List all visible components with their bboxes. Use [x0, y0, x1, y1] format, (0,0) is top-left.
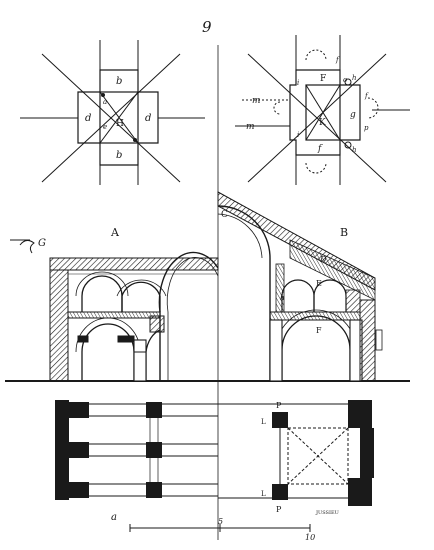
plan-right-side-p: p: [364, 124, 369, 132]
plan-right-center-label: K: [319, 118, 326, 128]
ground-plan-l-bottom: L: [261, 490, 266, 498]
ground-plan-p-top: P: [276, 401, 282, 410]
section-b-label-f: F: [316, 326, 322, 335]
plan-right-m-top: m: [252, 96, 261, 106]
plan-left: [20, 40, 205, 185]
ground-plan-l-top: L: [261, 418, 266, 426]
plan-right-corner-h-bottom: h: [352, 146, 357, 154]
plan-right-corner-o: o: [343, 76, 347, 84]
section-b: [217, 191, 410, 382]
plan-right-m-bottom: m: [246, 122, 255, 132]
ground-plan-label-a: a: [111, 512, 117, 523]
section-a-marker: G: [38, 238, 46, 249]
plan-right-top-label: F: [320, 74, 326, 84]
plan-left-right-label: d: [145, 113, 151, 124]
plan-left-left-label: d: [85, 113, 91, 124]
engraver-signature: JUSSIEU: [315, 510, 339, 516]
section-b-label-h: h: [280, 294, 285, 302]
section-a-label: A: [110, 226, 120, 239]
section-b-marker-c: C: [221, 210, 228, 220]
plan-right-bottom-label: f: [317, 144, 323, 154]
ground-plan: [55, 400, 374, 532]
plan-right: [235, 35, 410, 185]
section-a: [5, 239, 219, 382]
plan-left-center-label: H: [116, 119, 124, 129]
section-b-label-e: E: [316, 279, 322, 288]
plan-left-bottom-label: b: [116, 150, 122, 161]
plan-right-corner-h-top: h: [352, 74, 357, 82]
figure-number: 9: [202, 18, 212, 36]
section-b-label: B: [340, 226, 348, 239]
plan-right-corner-i-top: i: [297, 79, 299, 87]
plan-right-small-f2: f: [364, 92, 369, 100]
plan-left-corner-a: a: [103, 98, 107, 106]
section-b-label-d: D: [319, 255, 327, 264]
scale-start-label: 5: [218, 517, 223, 526]
plan-right-right-label: g: [350, 110, 356, 120]
plan-right-small-f: f: [335, 56, 340, 64]
plan-left-corner-e: e: [103, 123, 107, 131]
scale-end-label: 10: [305, 533, 315, 542]
plan-right-corner-i-bottom: i: [297, 131, 299, 139]
ground-plan-p-bottom: P: [276, 505, 282, 514]
plan-left-top-label: b: [116, 76, 122, 87]
